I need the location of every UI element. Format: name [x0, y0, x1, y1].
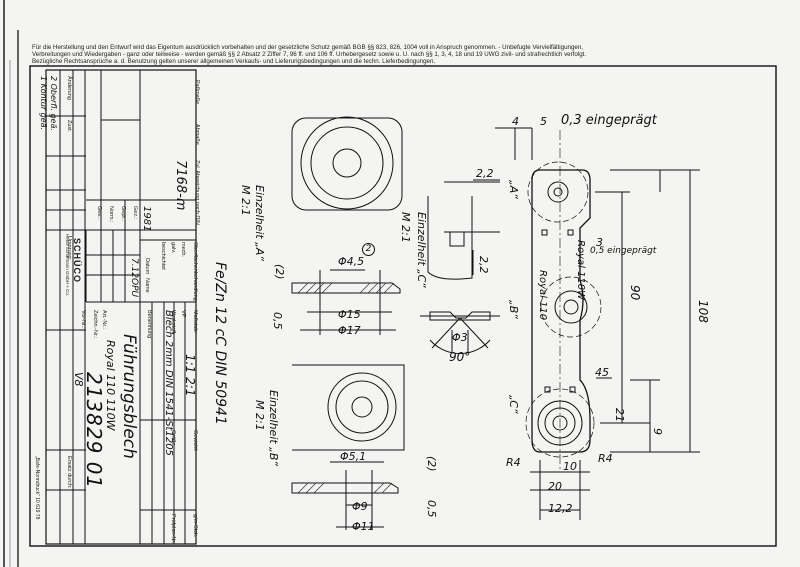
dim-108: 108	[696, 300, 710, 323]
aenderung-label: Änderung	[66, 76, 72, 100]
dim-45b: 45	[595, 366, 609, 379]
detail-b-label: Einzelheit „B“	[267, 390, 280, 467]
passmasse-label: Paßmaße	[194, 80, 200, 105]
pruefplan-label: Prüfplan-Nr.:	[170, 514, 176, 545]
dim-22a: 2,2	[476, 167, 494, 180]
notice-line: Bezügliche Rechtsansprüche a. d. Benutzu…	[32, 58, 436, 66]
revision-2: 2 Oberfl. geä.	[49, 76, 58, 131]
detail-b-scale: M 2:1	[253, 400, 266, 431]
benennung-title: Führungsblech	[119, 334, 139, 459]
dim-4: 4	[512, 115, 519, 128]
dim-r4b: R4	[598, 452, 613, 465]
dim-d11: Φ11	[352, 520, 375, 533]
dim-d17: Φ17	[338, 324, 361, 337]
gepr-label: Gepr.:	[120, 206, 126, 221]
dim-5: 5	[540, 115, 547, 128]
massstab-label: Maßstab:	[192, 310, 198, 333]
benennung-label: Benennung	[146, 310, 152, 339]
g-m-stck-label: g/m-Stck.	[192, 514, 198, 538]
tolerance-value: 7168-m	[173, 160, 188, 211]
dim-d45: Φ4,5	[338, 255, 365, 268]
mech-label: mech.	[180, 242, 186, 257]
art-nr-label: Art.-Nr.:	[101, 310, 107, 329]
dim-d15: Φ15	[338, 308, 361, 321]
vor-nr-label: Vor-Nr.:	[80, 310, 86, 329]
royal-text-1: Royal 110W	[575, 240, 586, 301]
dim-r4a: R4	[506, 456, 521, 469]
drawing-number: 213829 01	[82, 372, 106, 490]
marker-c: „C“	[507, 395, 520, 414]
detail-a-label: Einzelheit „A“	[253, 185, 266, 262]
company-logo: SCHÜCO	[72, 238, 82, 284]
zust-label: Zust.	[66, 120, 72, 133]
datum-label: Datum	[144, 258, 150, 275]
massstab-value: 1:1 2:1	[183, 354, 197, 397]
v8-value: V8	[72, 372, 85, 387]
embossed-label: 0,3 eingeprägt	[561, 113, 657, 128]
notice-line: Verbreitungen und Wiedergaben - ganz ode…	[32, 51, 587, 59]
name-label: Name	[144, 278, 150, 293]
revision-1: 1 Kontur geä.	[39, 76, 48, 131]
oberflaeche-label: Oberflächenbehandlung	[192, 242, 198, 301]
dim-9: 9	[651, 428, 664, 435]
marker-b: „B“	[507, 300, 520, 319]
werkstoff-value: Blech 2mm DIN 1541-St1205	[163, 310, 174, 456]
detail-a-scale: M 2:1	[239, 185, 252, 216]
dim-20: 20	[548, 480, 562, 493]
beschichtet-label: beschichtet	[160, 242, 166, 270]
dim-t05b: 0,5	[425, 500, 438, 518]
dim-d3: Φ3	[452, 331, 468, 344]
galv-label: galv.	[170, 242, 176, 254]
marker-a: „A“	[507, 180, 520, 199]
gez-name: OPU	[129, 278, 139, 298]
gez-date: 7.12	[129, 258, 139, 279]
notice-line: Für die Herstellung und den Entwurf wird…	[32, 44, 584, 51]
surface-spec: Fe/Zn 12 cC DIN 50941	[212, 262, 228, 425]
year-value: 1981	[141, 206, 152, 232]
gez-label: Gez.:	[132, 206, 138, 220]
dim-21: 21	[613, 408, 626, 422]
dim-10: 10	[563, 460, 577, 473]
zul-abweichung-label: Zul. Abweichung nach DIN	[194, 160, 200, 225]
vp-label: VP	[180, 310, 186, 318]
detail-c-label: Einzelheit „C“	[415, 212, 428, 288]
dim-d51: Φ5,1	[340, 450, 367, 463]
dim-t05a: 0,5	[271, 312, 284, 330]
gewicht-label: Gewicht:	[192, 430, 198, 452]
royal-text-2: Royal 110	[537, 270, 548, 321]
abmasse-label: Abmaße	[194, 124, 200, 145]
embossed-small: 0,5 eingeprägt	[590, 246, 657, 256]
callout-number: 2	[362, 243, 375, 256]
dim-t2a: (2)	[273, 264, 286, 280]
zeichn-nr-label: Zeichn.-Nr.:	[92, 310, 98, 339]
ursprung-label: Ursprung:	[66, 236, 72, 261]
ersatz-label: Ersatz durch:	[66, 456, 72, 489]
dim-d9: Φ9	[352, 500, 368, 513]
norm-label: Norm.:	[108, 206, 114, 223]
verlag-label: „Bafe-Normdruck“ 10 619 78	[34, 456, 40, 520]
ges-label: Ges.:	[96, 206, 102, 220]
copyright-notice: Für die Herstellung und den Entwurf wird…	[32, 44, 652, 66]
dim-90: 90	[628, 285, 642, 301]
dim-t2b: (2)	[425, 456, 438, 472]
detail-c-scale: M 2:1	[399, 212, 412, 243]
dim-22b: 2,2	[477, 256, 490, 274]
dim-angle: 90°	[449, 350, 471, 364]
embossed-fraction: 3	[596, 236, 603, 249]
dim-122: 12,2	[548, 502, 573, 515]
